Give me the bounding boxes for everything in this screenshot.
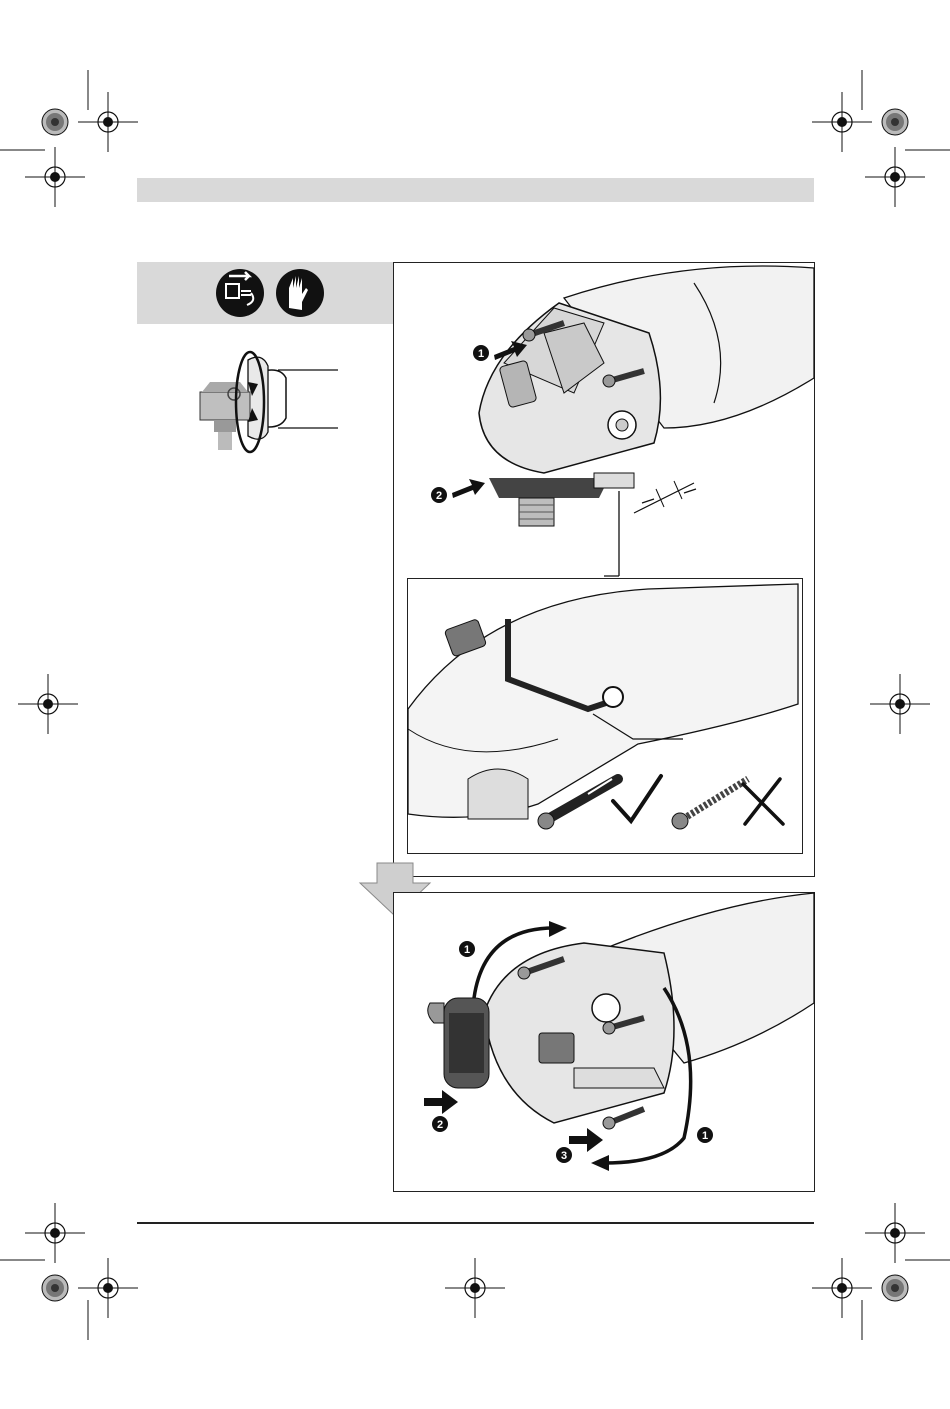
push-arrow-step-3 xyxy=(569,1128,603,1152)
callout-step-3: 3 xyxy=(556,1147,572,1163)
footer-rule xyxy=(137,1222,814,1224)
callout-label: 1 xyxy=(478,348,484,360)
registration-star-icon xyxy=(42,1275,68,1301)
registration-cross-icon xyxy=(812,1258,872,1318)
unplug-mains-icon xyxy=(216,269,264,317)
callout-step-1: 1 xyxy=(697,1127,713,1143)
bottom-illustration-frame: 1 1 2 3 xyxy=(393,892,815,1192)
registration-cross-icon xyxy=(25,1203,85,1263)
callout-label: 3 xyxy=(561,1150,567,1162)
safety-icons-panel xyxy=(137,262,393,324)
callout-step-2: 2 xyxy=(431,487,447,503)
step-2-arrow xyxy=(452,479,485,498)
screw-detail-inset xyxy=(407,578,803,854)
angle-grinder-gear-head-rotated xyxy=(428,893,814,1123)
registration-star-icon xyxy=(882,1275,908,1301)
registration-cross-icon xyxy=(812,92,872,152)
registration-star-icon xyxy=(882,109,908,135)
callout-label: 1 xyxy=(702,1130,708,1142)
registration-cross-icon xyxy=(445,1258,505,1318)
callout-label: 2 xyxy=(436,490,442,502)
callout-step-2: 2 xyxy=(432,1116,448,1132)
callout-label: 1 xyxy=(464,944,470,956)
registration-cross-icon xyxy=(78,92,138,152)
registration-cross-icon xyxy=(870,674,930,734)
header-bar xyxy=(137,178,814,202)
grinder-head-rotation-illustration xyxy=(190,342,340,467)
incorrect-screw-icon xyxy=(672,779,748,829)
push-arrow-step-2 xyxy=(424,1090,458,1114)
screw-icon xyxy=(603,1109,644,1129)
registration-star-icon xyxy=(42,109,68,135)
registration-cross-icon xyxy=(865,1203,925,1263)
callout-step-1: 1 xyxy=(473,345,489,361)
callout-step-1: 1 xyxy=(459,941,475,957)
callout-label: 2 xyxy=(437,1119,443,1131)
gap-dimension-indicator xyxy=(634,481,696,513)
registration-cross-icon xyxy=(25,147,85,207)
registration-cross-icon xyxy=(78,1258,138,1318)
registration-cross-icon xyxy=(865,147,925,207)
registration-cross-icon xyxy=(18,674,78,734)
protective-gloves-icon xyxy=(276,269,324,317)
angle-grinder-gear-head xyxy=(479,266,814,526)
top-illustration-frame: 1 2 xyxy=(393,262,815,877)
cross-icon xyxy=(743,779,783,824)
